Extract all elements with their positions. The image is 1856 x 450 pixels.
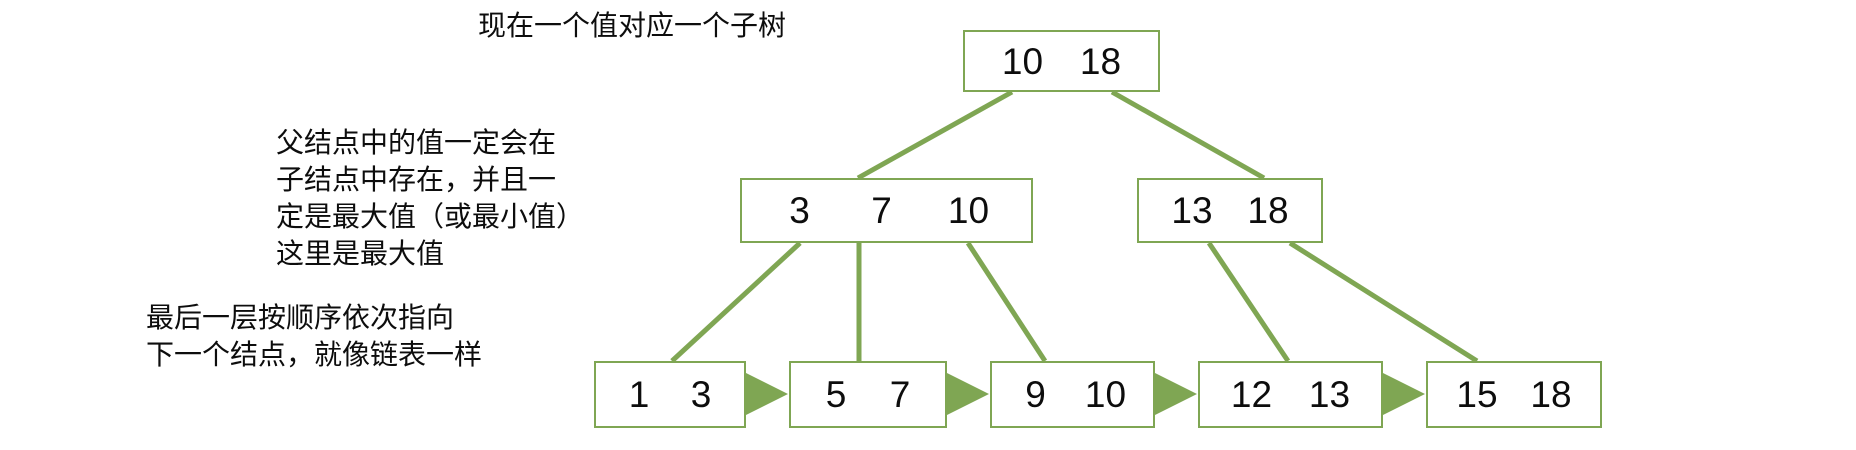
annotation-bottom: 最后一层按顺序依次指向 下一个结点，就像链表一样 [146,302,483,370]
node-leaf-5-key-1: 18 [1530,374,1572,415]
node-leaf-4[interactable]: 12 13 [1198,361,1383,428]
edge-internal-left-to-leaf-3 [965,241,1048,363]
node-internal-left-key-2: 10 [947,190,990,231]
node-internal-left[interactable]: 3 7 10 [740,178,1033,243]
node-internal-right[interactable]: 13 18 [1137,178,1323,243]
node-leaf-5-key-0: 15 [1456,374,1498,415]
node-internal-left-key-1: 7 [871,190,892,231]
edge-root-to-internal-right [1110,89,1266,181]
annotation-top: 现在一个值对应一个子树 [478,10,787,41]
annotation-middle: 父结点中的值一定会在 子结点中存在，并且一 定是最大值（或最小值） 这里是最大值 [276,127,585,269]
node-leaf-2[interactable]: 5 7 [789,361,947,428]
node-leaf-1-key-1: 3 [690,374,712,415]
node-root[interactable]: 10 18 [963,30,1160,92]
node-leaf-2-key-1: 7 [889,374,911,415]
edge-internal-right-to-leaf-4 [1206,241,1291,363]
node-leaf-2-key-0: 5 [825,374,847,415]
node-internal-right-key-1: 18 [1247,190,1289,231]
node-root-key-1: 18 [1079,40,1122,82]
node-leaf-1-key-0: 1 [628,374,650,415]
node-leaf-4-key-0: 12 [1230,374,1273,415]
node-internal-left-key-0: 3 [789,190,810,231]
node-leaf-4-key-1: 13 [1308,374,1351,415]
node-leaf-3[interactable]: 9 10 [990,361,1155,428]
node-leaf-5[interactable]: 15 18 [1426,361,1602,428]
edge-root-to-internal-left [856,89,1014,181]
node-leaf-3-key-0: 9 [1025,374,1046,415]
edge-internal-left-to-leaf-1 [670,241,802,363]
node-leaf-1[interactable]: 1 3 [594,361,746,428]
edge-internal-right-to-leaf-5 [1288,240,1479,364]
node-root-key-0: 10 [1001,40,1044,82]
node-internal-right-key-0: 13 [1171,190,1213,231]
node-leaf-3-key-1: 10 [1084,374,1127,415]
